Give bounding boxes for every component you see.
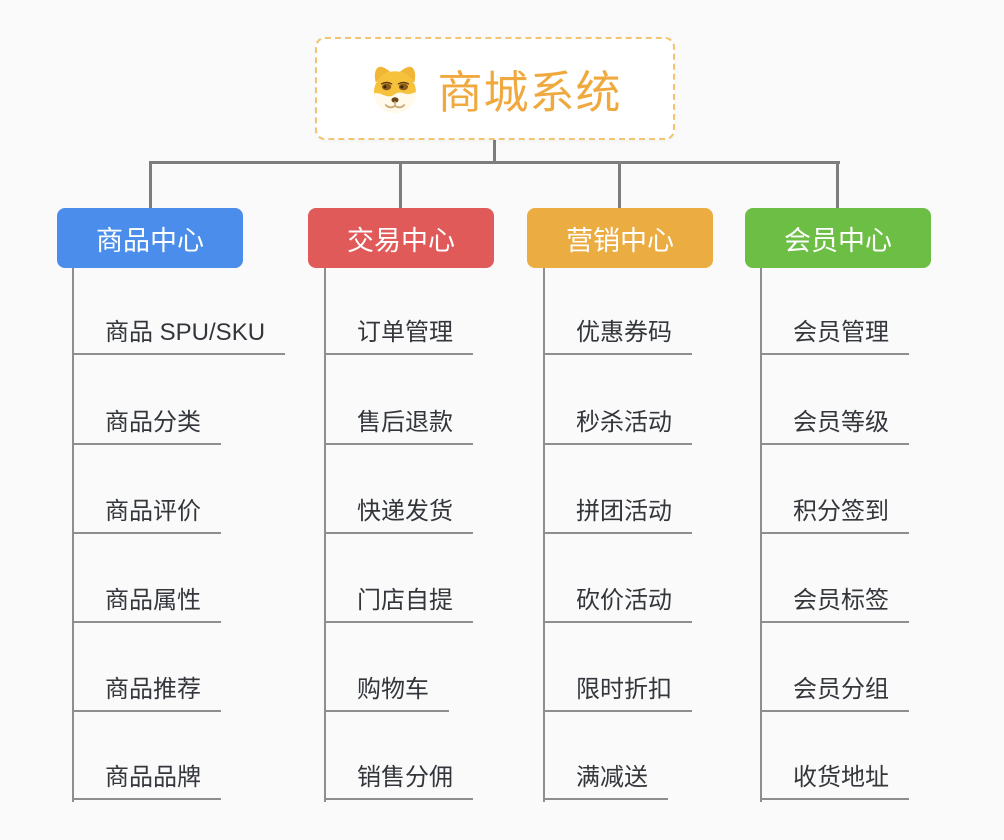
connector-drop-product (149, 161, 152, 209)
leaf-item[interactable]: 商品评价 (72, 494, 221, 534)
leaf-item[interactable]: 优惠券码 (543, 315, 692, 355)
leaf-item[interactable]: 商品分类 (72, 405, 221, 445)
connector-drop-trade (399, 161, 402, 209)
trunk-line-marketing (543, 268, 545, 802)
leaf-item[interactable]: 订单管理 (324, 315, 473, 355)
leaf-item[interactable]: 商品品牌 (72, 760, 221, 800)
leaf-item[interactable]: 会员等级 (760, 405, 909, 445)
leaf-item[interactable]: 限时折扣 (543, 672, 692, 712)
leaf-item[interactable]: 购物车 (324, 672, 449, 712)
leaf-item[interactable]: 门店自提 (324, 583, 473, 623)
leaf-item[interactable]: 商品属性 (72, 583, 221, 623)
leaf-item[interactable]: 商品 SPU/SKU (72, 315, 286, 355)
leaf-item[interactable]: 会员标签 (760, 583, 909, 623)
leaf-item[interactable]: 商品推荐 (72, 672, 221, 712)
root-node[interactable]: 商城系统 (315, 37, 675, 140)
leaf-item[interactable]: 满减送 (543, 760, 668, 800)
branch-node-product-center[interactable]: 商品中心 (57, 208, 243, 268)
leaf-item[interactable]: 售后退款 (324, 405, 473, 445)
leaf-item[interactable]: 拼团活动 (543, 494, 692, 534)
connector-horizontal-bus (149, 161, 840, 164)
root-title: 商城系统 (437, 67, 622, 118)
trunk-line-product (72, 268, 74, 802)
leaf-item[interactable]: 积分签到 (760, 494, 909, 534)
branch-node-trade-center[interactable]: 交易中心 (308, 208, 494, 268)
connector-drop-marketing (618, 161, 621, 209)
leaf-item[interactable]: 快递发货 (324, 494, 473, 534)
trunk-line-member (760, 268, 762, 802)
connector-root-vertical (493, 140, 496, 162)
connector-drop-member (836, 161, 839, 209)
doge-icon (374, 66, 417, 113)
leaf-item[interactable]: 会员管理 (760, 315, 909, 355)
branch-node-member-center[interactable]: 会员中心 (745, 208, 931, 268)
leaf-item[interactable]: 销售分佣 (324, 760, 473, 800)
trunk-line-trade (324, 268, 326, 802)
leaf-item[interactable]: 砍价活动 (543, 583, 692, 623)
branch-node-marketing-center[interactable]: 营销中心 (527, 208, 713, 268)
leaf-item[interactable]: 秒杀活动 (543, 405, 692, 445)
leaf-item[interactable]: 收货地址 (760, 760, 909, 800)
leaf-item[interactable]: 会员分组 (760, 672, 909, 712)
